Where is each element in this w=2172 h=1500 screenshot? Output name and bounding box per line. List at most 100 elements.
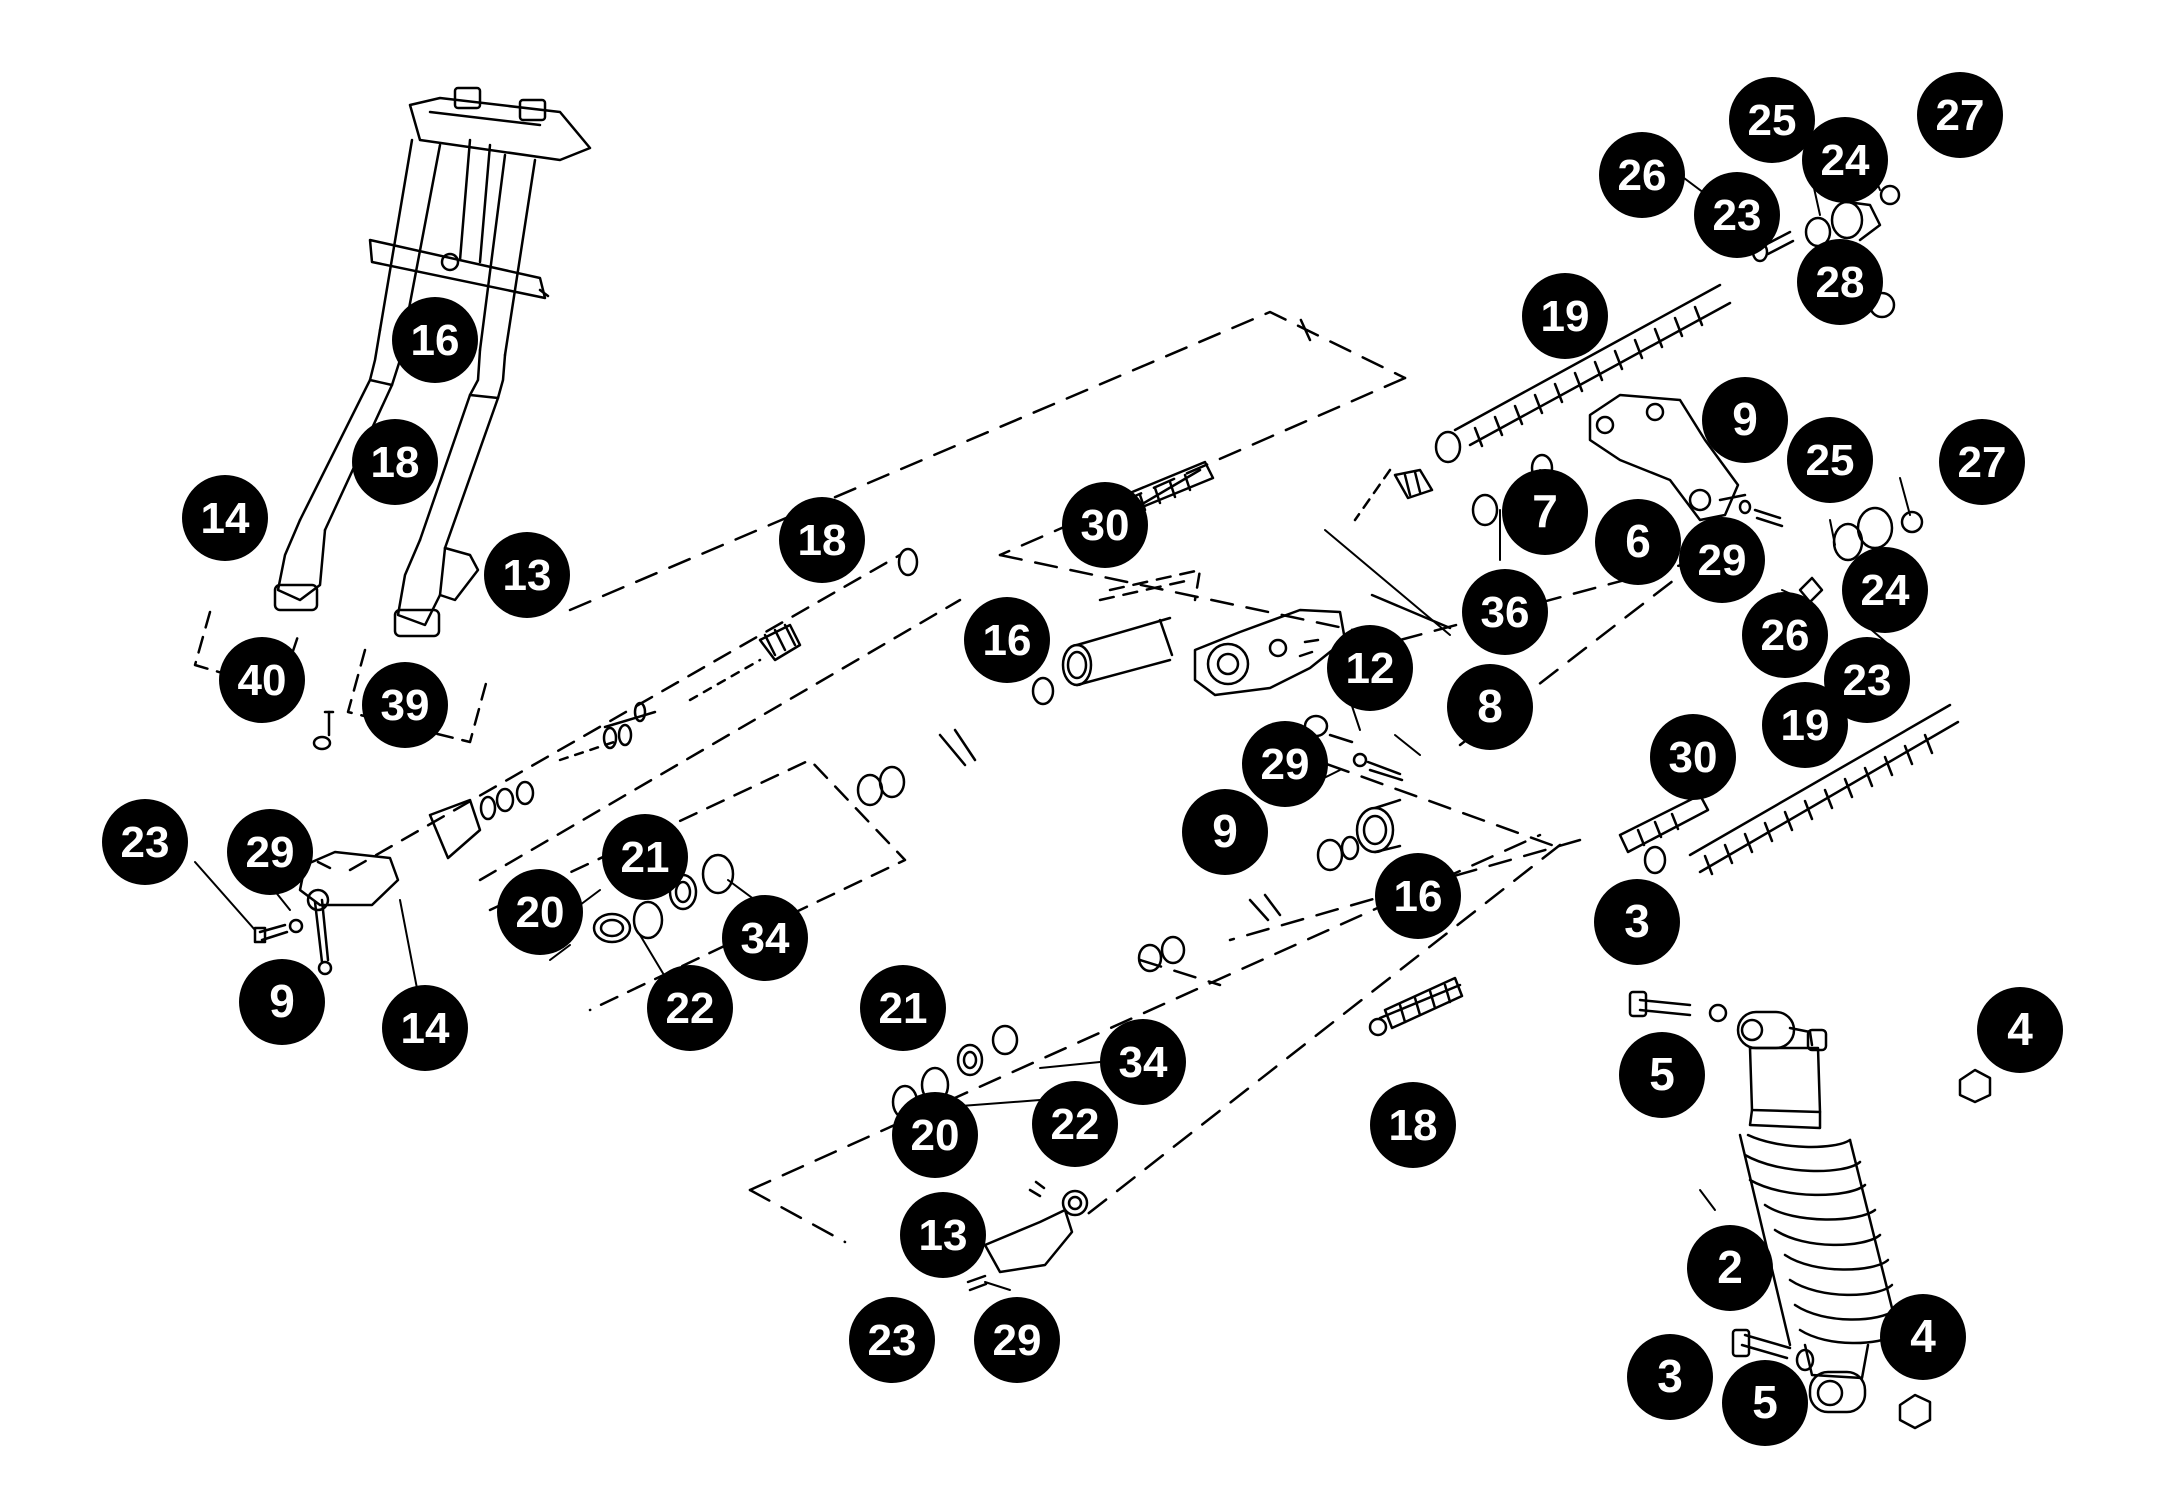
callout-label: 30 bbox=[1669, 733, 1718, 782]
callout-circle bbox=[964, 597, 1050, 683]
callout-circle bbox=[1729, 77, 1815, 163]
callout-label: 27 bbox=[1958, 438, 2007, 487]
callout-label: 39 bbox=[381, 681, 430, 730]
callout-circle bbox=[1370, 1082, 1456, 1168]
callout-6: 6 bbox=[1595, 499, 1681, 585]
callout-18: 18 bbox=[1370, 1082, 1456, 1168]
callout-label: 25 bbox=[1748, 96, 1797, 145]
callout-label: 24 bbox=[1821, 136, 1870, 185]
callout-label: 19 bbox=[1781, 701, 1830, 750]
callout-2: 2 bbox=[1687, 1225, 1773, 1311]
callout-13: 13 bbox=[900, 1192, 986, 1278]
callout-circle bbox=[849, 1297, 935, 1383]
callout-9: 9 bbox=[239, 959, 325, 1045]
callout-circle bbox=[1650, 714, 1736, 800]
callout-3: 3 bbox=[1627, 1334, 1713, 1420]
callout-label: 3 bbox=[1624, 895, 1650, 947]
callout-circle bbox=[1802, 117, 1888, 203]
callout-label: 29 bbox=[993, 1316, 1042, 1365]
callout-circle bbox=[974, 1297, 1060, 1383]
callout-9: 9 bbox=[1702, 377, 1788, 463]
callout-circle bbox=[1462, 569, 1548, 655]
callout-16: 16 bbox=[964, 597, 1050, 683]
callout-12: 12 bbox=[1327, 625, 1413, 711]
callout-label: 18 bbox=[371, 438, 420, 487]
callout-13: 13 bbox=[484, 532, 570, 618]
callout-27: 27 bbox=[1917, 72, 2003, 158]
callout-label: 27 bbox=[1936, 91, 1985, 140]
callout-9: 9 bbox=[1182, 789, 1268, 875]
callout-label: 14 bbox=[401, 1004, 450, 1053]
callout-5: 5 bbox=[1619, 1032, 1705, 1118]
callout-label: 34 bbox=[1119, 1038, 1168, 1087]
callout-19: 19 bbox=[1762, 682, 1848, 768]
callout-label: 19 bbox=[1541, 292, 1590, 341]
callout-4: 4 bbox=[1880, 1294, 1966, 1380]
callout-label: 29 bbox=[1261, 740, 1310, 789]
callout-circle bbox=[1327, 625, 1413, 711]
callout-label: 25 bbox=[1806, 436, 1855, 485]
callout-25: 25 bbox=[1787, 417, 1873, 503]
callout-label: 13 bbox=[919, 1211, 968, 1260]
callout-circle bbox=[1787, 417, 1873, 503]
callout-label: 23 bbox=[868, 1316, 917, 1365]
callout-label: 23 bbox=[121, 818, 170, 867]
callout-circle bbox=[1447, 664, 1533, 750]
callout-36: 36 bbox=[1462, 569, 1548, 655]
callout-29: 29 bbox=[974, 1297, 1060, 1383]
callout-label: 6 bbox=[1625, 515, 1651, 567]
callout-34: 34 bbox=[1100, 1019, 1186, 1105]
callout-29: 29 bbox=[227, 809, 313, 895]
callout-8: 8 bbox=[1447, 664, 1533, 750]
callout-circle bbox=[860, 965, 946, 1051]
callout-23: 23 bbox=[849, 1297, 935, 1383]
callout-23: 23 bbox=[102, 799, 188, 885]
callout-circle bbox=[1722, 1360, 1808, 1446]
callout-label: 34 bbox=[741, 914, 790, 963]
callout-circle bbox=[1742, 592, 1828, 678]
callout-label: 20 bbox=[516, 888, 565, 937]
callout-label: 21 bbox=[621, 833, 670, 882]
callout-22: 22 bbox=[1032, 1081, 1118, 1167]
callout-24: 24 bbox=[1802, 117, 1888, 203]
callout-5: 5 bbox=[1722, 1360, 1808, 1446]
callout-label: 23 bbox=[1843, 656, 1892, 705]
callout-25: 25 bbox=[1729, 77, 1815, 163]
callout-circle bbox=[1687, 1225, 1773, 1311]
callout-circle bbox=[779, 497, 865, 583]
callout-label: 9 bbox=[1732, 393, 1758, 445]
callout-label: 4 bbox=[2007, 1003, 2033, 1055]
callout-label: 5 bbox=[1649, 1048, 1675, 1100]
callout-circle bbox=[1762, 682, 1848, 768]
callout-label: 30 bbox=[1081, 501, 1130, 550]
callout-circle bbox=[1062, 482, 1148, 568]
callout-26: 26 bbox=[1599, 132, 1685, 218]
callout-circle bbox=[1702, 377, 1788, 463]
callout-label: 16 bbox=[983, 616, 1032, 665]
callout-circle bbox=[1694, 172, 1780, 258]
callout-label: 28 bbox=[1816, 258, 1865, 307]
callout-label: 18 bbox=[798, 516, 847, 565]
callout-14: 14 bbox=[382, 985, 468, 1071]
callout-circle bbox=[647, 965, 733, 1051]
callout-20: 20 bbox=[497, 869, 583, 955]
callout-28: 28 bbox=[1797, 239, 1883, 325]
callout-circle bbox=[102, 799, 188, 885]
callout-16: 16 bbox=[392, 297, 478, 383]
callout-30: 30 bbox=[1650, 714, 1736, 800]
left-hub-area bbox=[253, 547, 962, 1012]
callout-circle bbox=[1824, 637, 1910, 723]
callout-circle bbox=[1375, 853, 1461, 939]
callout-circle bbox=[1627, 1334, 1713, 1420]
callout-16: 16 bbox=[1375, 853, 1461, 939]
callout-label: 24 bbox=[1861, 566, 1910, 615]
callout-circle bbox=[1522, 273, 1608, 359]
callout-21: 21 bbox=[602, 814, 688, 900]
callout-label: 26 bbox=[1618, 151, 1667, 200]
callout-circle bbox=[392, 297, 478, 383]
callout-label: 9 bbox=[1212, 805, 1238, 857]
callout-circle bbox=[722, 895, 808, 981]
callout-label: 40 bbox=[238, 656, 287, 705]
callout-label: 21 bbox=[879, 984, 928, 1033]
callout-18: 18 bbox=[352, 419, 438, 505]
